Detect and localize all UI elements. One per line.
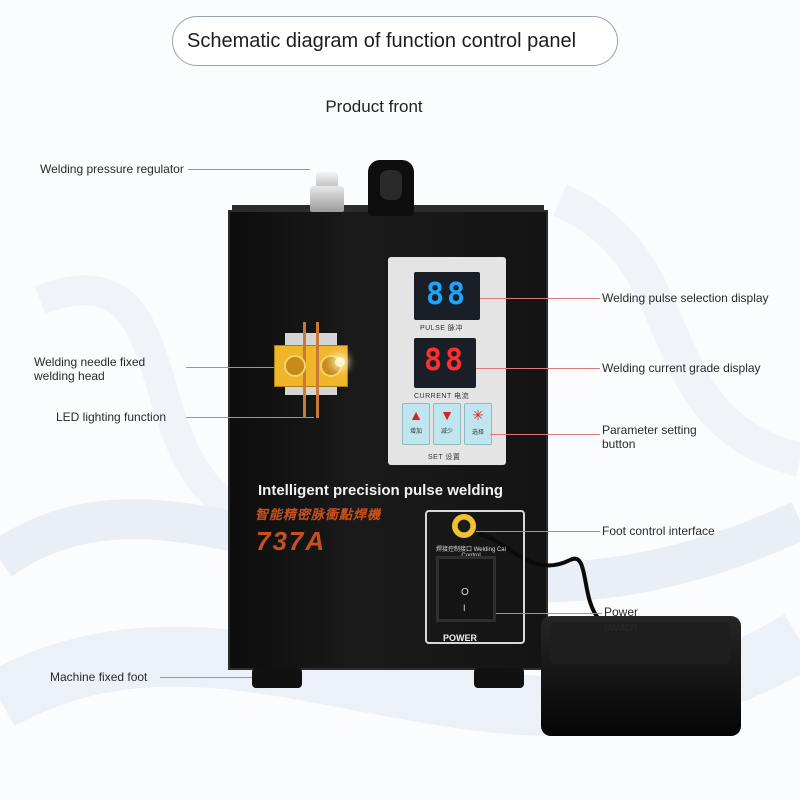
current-display: 88	[414, 338, 476, 388]
leader-pulse-display	[480, 298, 600, 299]
label-pressure-regulator: Welding pressure regulator	[40, 162, 184, 176]
switch-on-mark: I	[463, 603, 466, 613]
set-label: SET 设置	[428, 454, 461, 461]
label-current-display: Welding current grade display	[602, 361, 761, 375]
diagram-title: Schematic diagram of function control pa…	[172, 16, 618, 66]
label-pulse-display: Welding pulse selection display	[602, 291, 769, 305]
machine-foot-right	[474, 668, 524, 688]
asterisk-icon: ✳	[472, 407, 484, 423]
select-button: ✳ 选择	[464, 403, 492, 445]
select-button-caption: 选择	[471, 430, 484, 436]
label-foot-interface: Foot control interface	[602, 524, 715, 538]
left-screw-icon	[284, 355, 306, 377]
machine-model: 737A	[256, 526, 327, 556]
machine-foot-left	[252, 668, 302, 688]
label-param-button-line1: Parameter setting	[602, 423, 697, 437]
pulse-display: 88	[414, 272, 480, 320]
foot-control-jack	[452, 514, 476, 538]
label-needle-head-line2: welding head	[34, 369, 105, 383]
leader-current-display	[476, 368, 600, 369]
leader-foot-interface	[476, 531, 600, 532]
leader-needle-head	[186, 367, 274, 368]
product-front-subtitle: Product front	[325, 97, 423, 116]
label-power-switch-line2: switch	[604, 620, 638, 634]
increase-button-caption: 增加	[409, 429, 422, 435]
welding-arm-cap	[380, 170, 402, 200]
label-machine-foot: Machine fixed foot	[50, 670, 148, 684]
machine-chinese-name: 智能精密脉衝點焊機	[255, 507, 382, 522]
leader-pressure-regulator	[188, 169, 310, 170]
leader-led-lighting	[186, 417, 314, 418]
current-label: CURRENT 电流	[414, 393, 470, 400]
leader-machine-foot	[160, 677, 252, 678]
pressure-knob-cap	[316, 172, 338, 188]
label-needle-head-line1: Welding needle fixed	[34, 355, 146, 369]
power-section-frame	[425, 510, 525, 644]
foot-pedal-cable	[477, 532, 602, 622]
label-led-lighting: LED lighting function	[56, 410, 167, 424]
foot-pedal-top	[550, 622, 730, 664]
needle-right	[316, 322, 319, 418]
decrease-button: ▼ 减少	[433, 403, 461, 445]
up-triangle-icon: ▲	[409, 407, 423, 423]
down-triangle-icon: ▼	[440, 407, 454, 423]
led-light-icon	[335, 357, 345, 367]
label-param-button-line2: button	[602, 437, 636, 451]
pressure-regulator-knob	[310, 186, 344, 212]
power-rocker-switch	[436, 556, 496, 622]
power-label: POWER	[443, 633, 478, 643]
decrease-button-caption: 减少	[440, 429, 453, 435]
machine-slogan: Intelligent precision pulse welding	[258, 482, 504, 499]
leader-param-button	[490, 434, 600, 435]
switch-off-mark: O	[461, 587, 469, 598]
leader-power-switch	[492, 613, 602, 614]
pulse-label: PULSE 脉冲	[420, 325, 463, 332]
increase-button: ▲ 增加	[402, 403, 430, 445]
label-power-switch-line1: Power	[604, 605, 639, 619]
